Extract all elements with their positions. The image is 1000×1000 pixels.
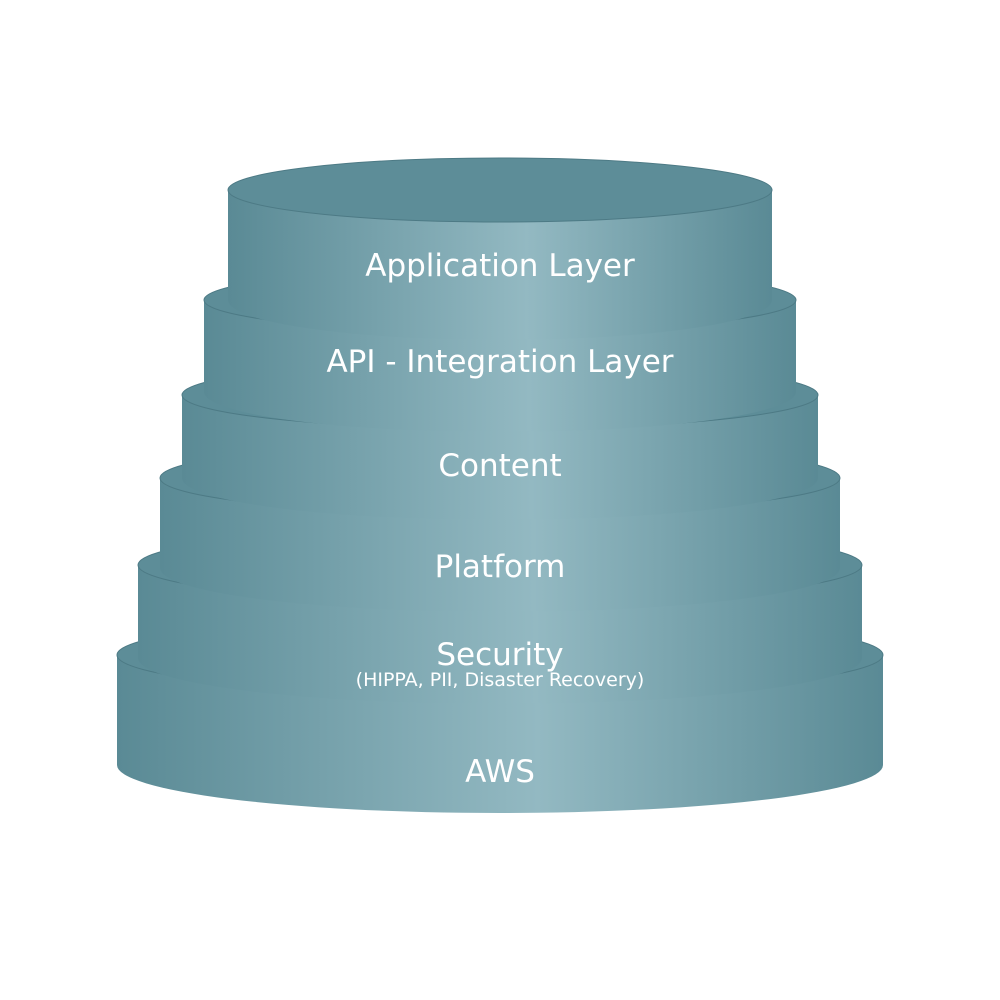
layer-label: Application Layer — [365, 248, 635, 284]
layer-sublabel: (HIPPA, PII, Disaster Recovery) — [356, 669, 645, 691]
layer-body — [182, 395, 818, 520]
layer-label: AWS — [465, 754, 535, 790]
layer-top-face — [228, 158, 772, 222]
layer-6: Application Layer — [227, 157, 773, 340]
layer-label: Security — [436, 637, 563, 673]
layer-label: Content — [438, 448, 561, 484]
layer-body — [228, 190, 772, 340]
layer-rim — [227, 157, 773, 223]
layer-label: Platform — [435, 549, 566, 585]
layer-label: API - Integration Layer — [326, 344, 673, 380]
